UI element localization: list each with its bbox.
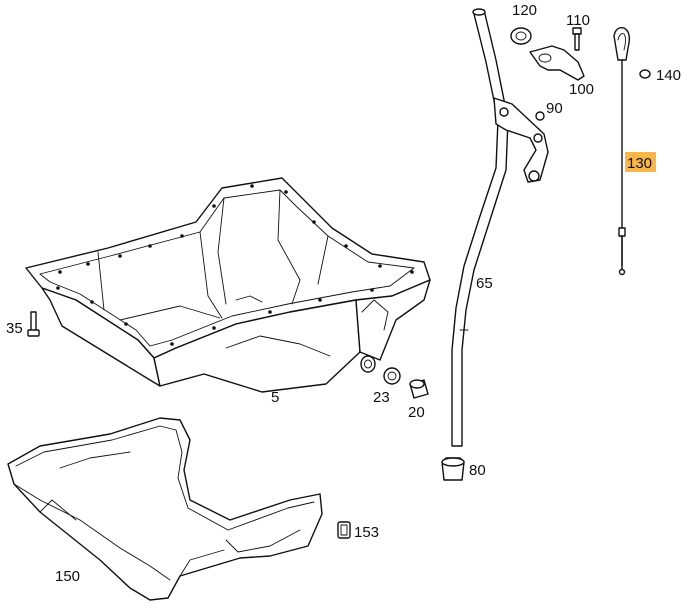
- seal-ring-23[interactable]: [383, 367, 401, 385]
- callout-20[interactable]: 20: [408, 404, 425, 421]
- callout-140[interactable]: 140: [656, 67, 681, 84]
- oil-pan-upper[interactable]: [25, 177, 431, 393]
- grommet-120[interactable]: [510, 27, 532, 45]
- callout-80[interactable]: 80: [469, 462, 486, 479]
- bolt-110[interactable]: [572, 27, 582, 51]
- flange-bolt-holes: [56, 184, 414, 346]
- bolt-90[interactable]: [535, 111, 545, 121]
- callout-110[interactable]: 110: [566, 12, 590, 29]
- oil-pan-lower[interactable]: [7, 417, 323, 601]
- bolt-35[interactable]: [27, 311, 40, 337]
- callout-120[interactable]: 120: [512, 2, 537, 19]
- bracket-100[interactable]: [529, 45, 585, 81]
- drain-plug-on-pan: [360, 355, 376, 373]
- callout-23[interactable]: 23: [373, 389, 390, 406]
- callout-35[interactable]: 35: [6, 320, 23, 337]
- callout-150[interactable]: 150: [55, 568, 80, 585]
- clip-153[interactable]: [337, 521, 351, 539]
- dipstick-guide-tube[interactable]: [451, 8, 549, 447]
- dipstick-130[interactable]: [613, 26, 631, 276]
- callout-65[interactable]: 65: [476, 275, 493, 292]
- drain-plug-20[interactable]: [409, 379, 429, 399]
- callout-100[interactable]: 100: [569, 81, 594, 98]
- seal-ring-140[interactable]: [639, 69, 651, 79]
- callout-90[interactable]: 90: [546, 100, 563, 117]
- callout-130-highlight: [625, 152, 656, 172]
- callout-labels: 5 20 23 35 65 80 90 100 110 120 130 140 …: [6, 2, 681, 585]
- callout-153[interactable]: 153: [354, 524, 379, 541]
- cap-80[interactable]: [441, 457, 465, 481]
- callout-130[interactable]: 130: [627, 155, 652, 172]
- callout-5[interactable]: 5: [271, 389, 279, 406]
